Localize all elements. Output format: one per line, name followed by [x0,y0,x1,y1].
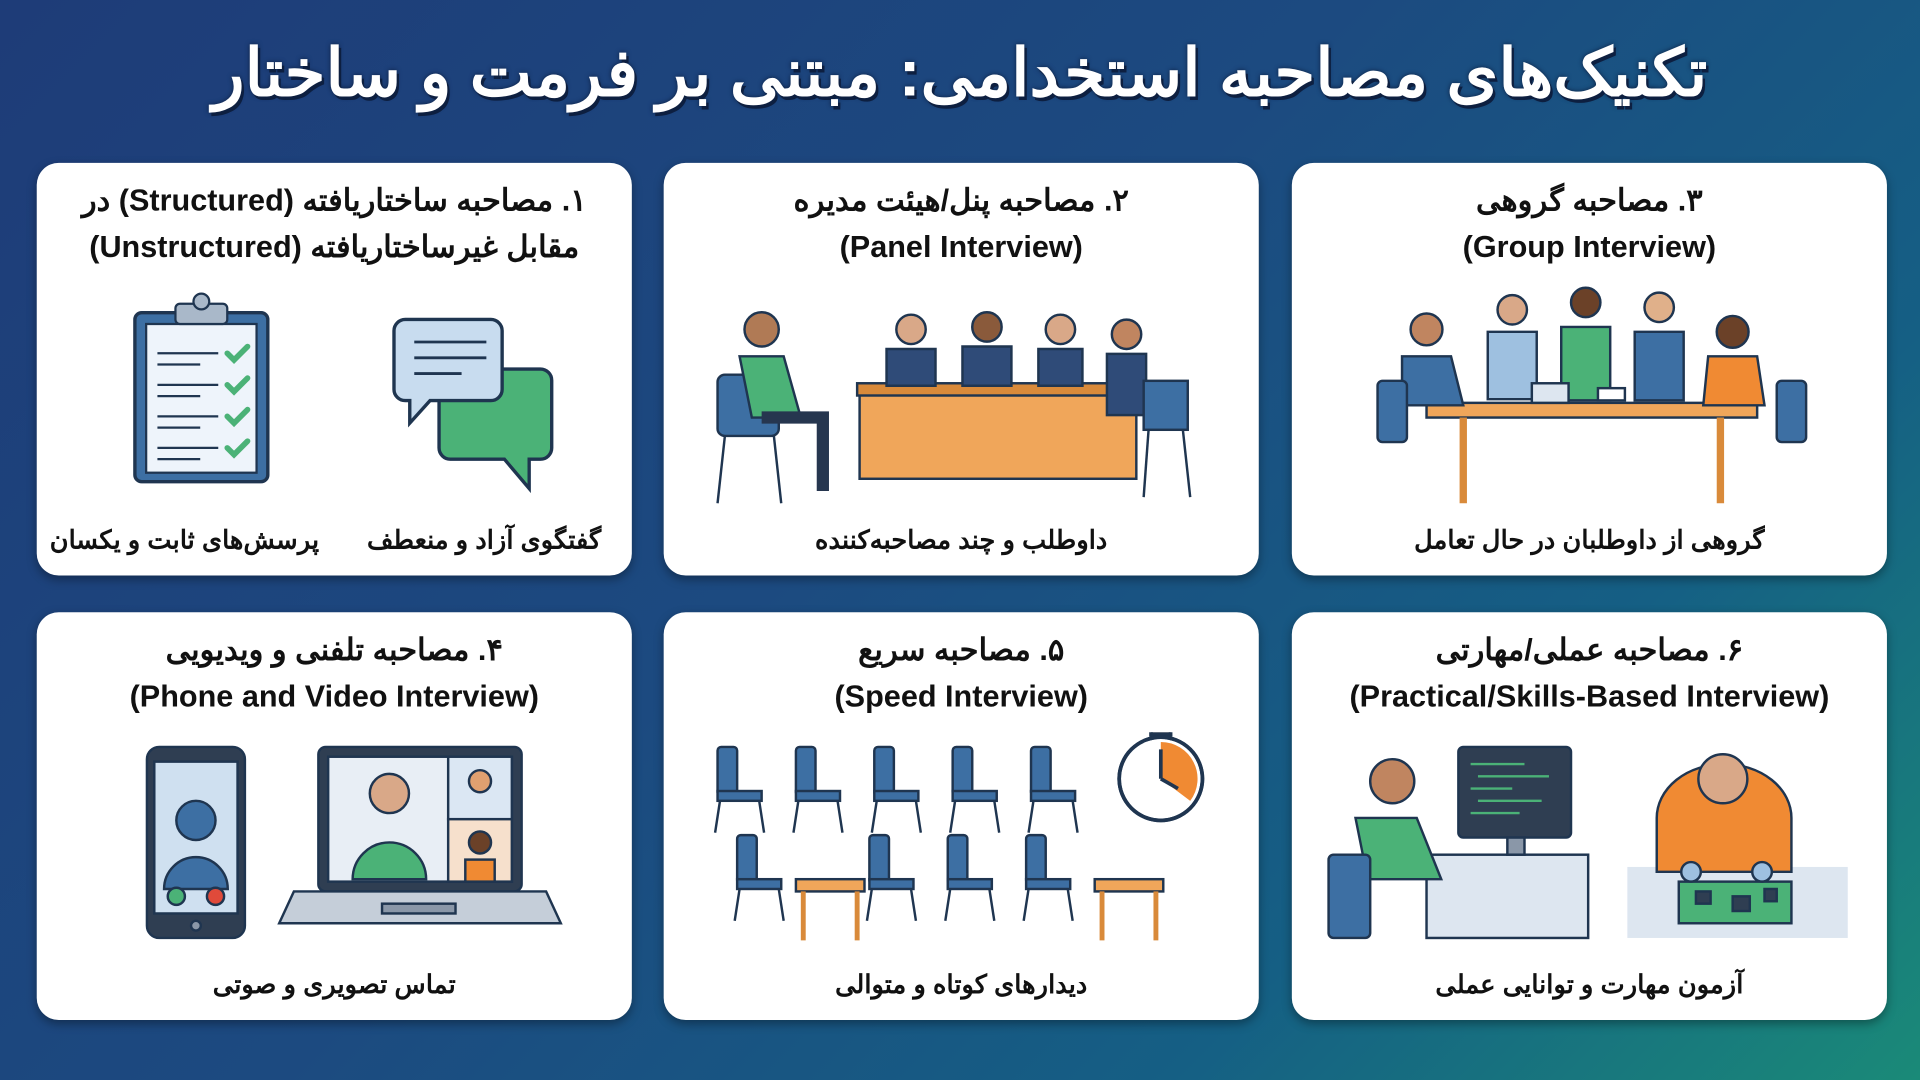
caption: گروهی از داوطلبان در حال تعامل [1414,526,1765,555]
card-heading-en: (Speed Interview) [834,679,1088,714]
chair-icon [792,745,844,833]
card-structured-interview: ۱. مصاحبه ساختاریافته (Structured) در مق… [36,162,632,576]
card-speed-interview: ۵. مصاحبه سریع (Speed Interview) دیدارها… [663,612,1259,1021]
card-phone-video-interview: ۴. مصاحبه تلفنی و ویدیویی (Phone and Vid… [36,612,632,1021]
clipboard-checklist-icon [133,292,270,484]
table-icon [794,877,866,941]
card-group-interview: ۳. مصاحبه گروهی (Group Interview) گروهی … [1291,162,1887,576]
caption-structured: پرسش‌های ثابت و یکسان [49,526,320,555]
chair-icon [870,745,923,833]
chair-icon [1022,833,1074,922]
caption: آزمون مهارت و توانایی عملی [1435,971,1744,1000]
card-panel-interview: ۲. مصاحبه پنل/هیئت مدیره (Panel Intervie… [663,162,1259,576]
chairs-rows-icon [713,745,1165,941]
chair-icon [713,745,766,833]
card-heading-en: (Panel Interview) [839,230,1083,265]
chair-icon [733,833,785,922]
caption: دیدارهای کوتاه و متوالی [835,971,1088,1000]
laptop-video-call-icon [277,745,563,925]
card-heading: ۵. مصاحبه سریع [858,633,1065,668]
electronics-soldering-illustration [1627,753,1848,938]
coding-computer-illustration [1327,745,1590,940]
card-heading-en: (Phone and Video Interview) [129,679,539,714]
panel-interview-illustration [716,311,1192,504]
phone-call-icon [145,745,247,940]
caption-unstructured: گفتگوی آزاد و منعطف [366,526,602,555]
card-heading-line2: مقابل غیرساختاریافته (Unstructured) [89,230,580,265]
page-title: تکنیک‌های مصاحبه استخدامی: مبتنی بر فرمت… [212,36,1708,111]
caption: تماس تصویری و صوتی [212,971,456,1000]
chat-bubbles-icon [392,317,554,494]
card-practical-interview: ۶. مصاحبه عملی/مهارتی (Practical/Skills-… [1291,612,1887,1021]
chair-icon [944,833,996,922]
card-heading: ۶. مصاحبه عملی/مهارتی [1435,633,1744,668]
card-heading: ۱. مصاحبه ساختاریافته (Structured) در [81,183,587,218]
card-heading-en: (Practical/Skills-Based Interview) [1349,679,1830,714]
card-heading: ۲. مصاحبه پنل/هیئت مدیره [793,183,1129,218]
caption: داوطلب و چند مصاحبه‌کننده [815,526,1108,555]
table-icon [1093,877,1165,941]
card-heading: ۳. مصاحبه گروهی [1476,183,1703,218]
chair-icon [1027,745,1079,833]
group-interview-illustration [1376,286,1808,504]
card-heading-en: (Group Interview) [1462,230,1717,265]
stopwatch-icon [1117,732,1205,823]
chair-icon [865,833,918,922]
chair-icon [948,745,1001,833]
card-heading: ۴. مصاحبه تلفنی و ویدیویی [165,633,503,668]
